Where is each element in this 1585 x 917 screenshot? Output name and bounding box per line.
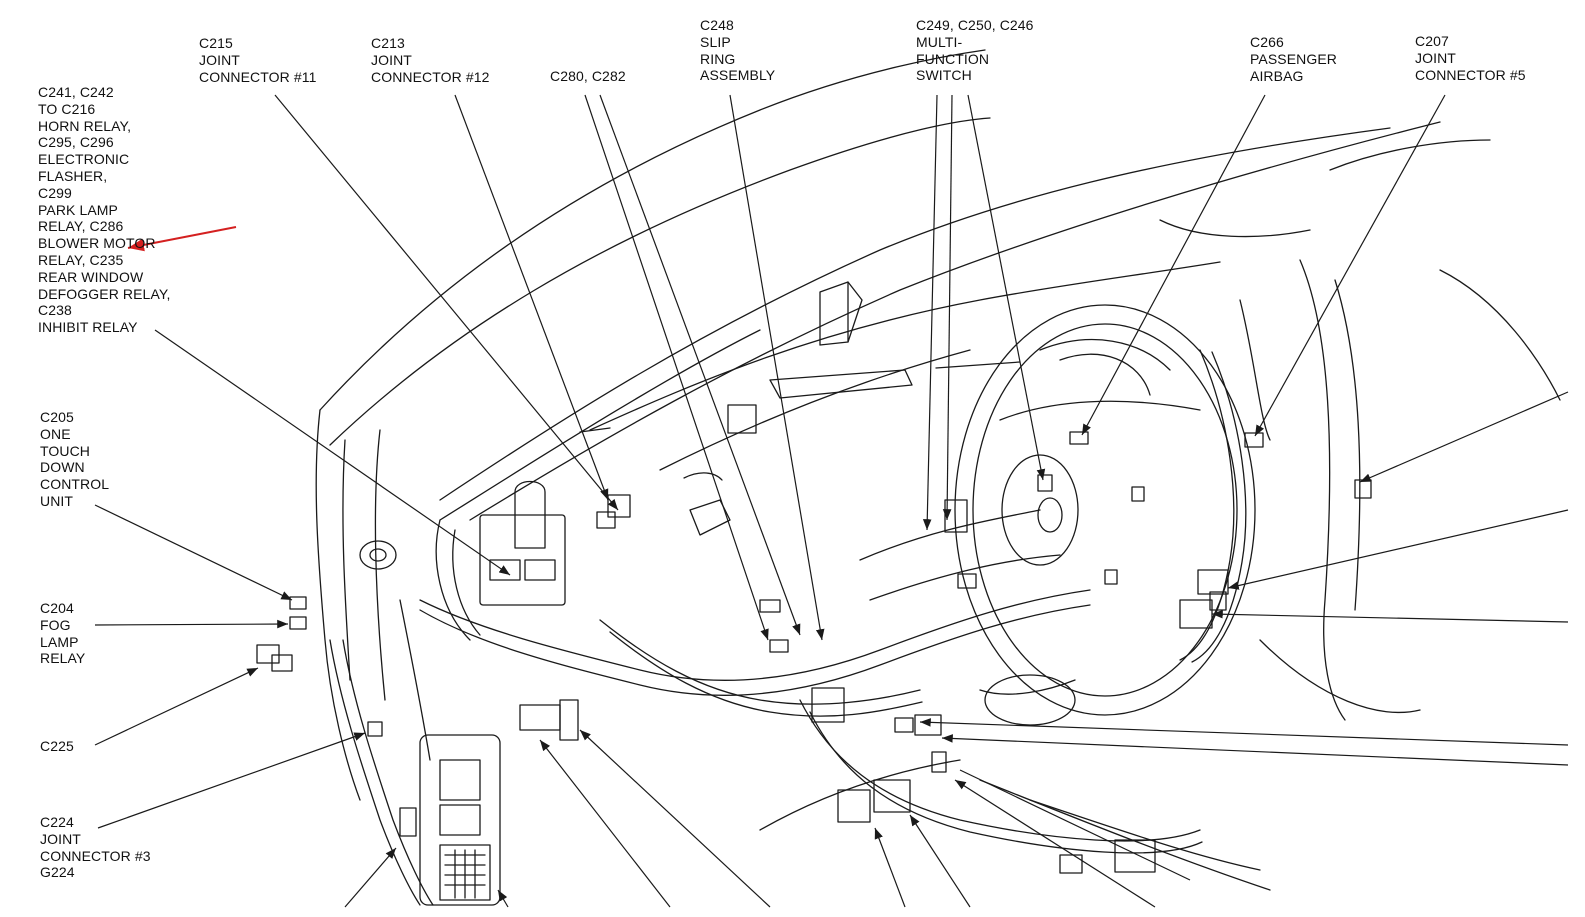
label-c249: C249, C250, C246 MULTI- FUNCTION SWITCH bbox=[916, 17, 1034, 84]
leader-lines bbox=[94, 94, 1569, 908]
label-c215: C215 JOINT CONNECTOR #11 bbox=[199, 35, 317, 85]
dashboard-outline bbox=[256, 49, 1561, 906]
label-c207: C207 JOINT CONNECTOR #5 bbox=[1415, 33, 1526, 83]
red-annotation-arrow bbox=[127, 226, 237, 252]
label-c241-relays: C241, C242 TO C216 HORN RELAY, C295, C29… bbox=[38, 84, 171, 336]
label-c280: C280, C282 bbox=[550, 68, 626, 84]
label-c248: C248 SLIP RING ASSEMBLY bbox=[700, 17, 776, 84]
label-c266: C266 PASSENGER AIRBAG bbox=[1250, 34, 1337, 84]
label-c204: C204 FOG LAMP RELAY bbox=[40, 600, 86, 667]
label-c213: C213 JOINT CONNECTOR #12 bbox=[371, 35, 490, 85]
label-c225: C225 bbox=[40, 738, 74, 754]
label-c224: C224 JOINT CONNECTOR #3 G224 bbox=[40, 814, 151, 881]
label-c205: C205 ONE TOUCH DOWN CONTROL UNIT bbox=[40, 409, 110, 509]
